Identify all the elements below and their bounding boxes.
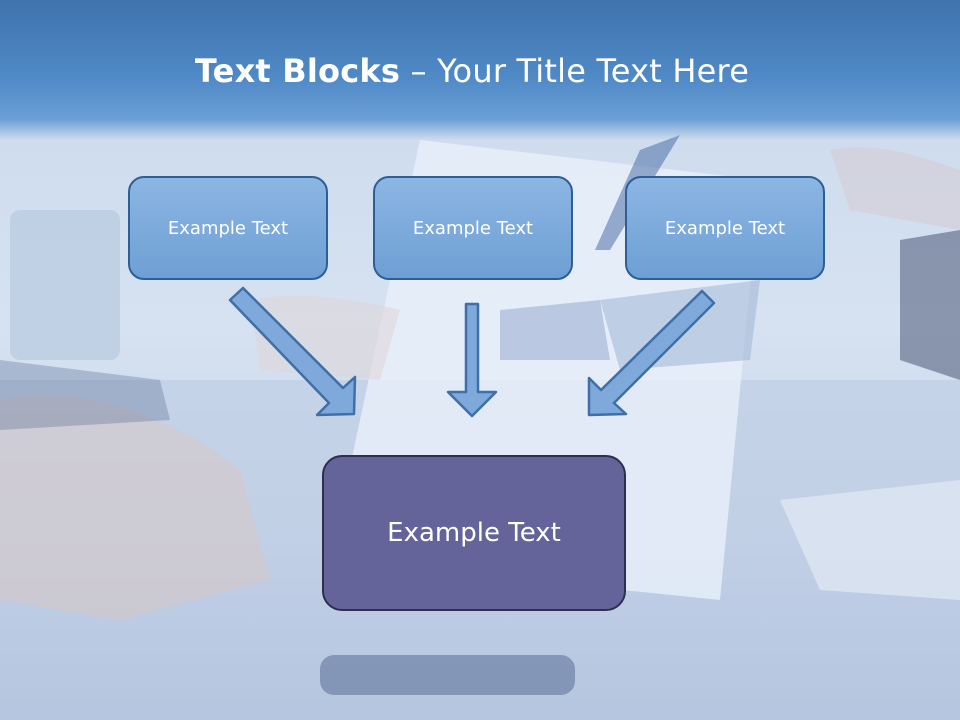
arrow-left (228, 286, 357, 417)
slide-title: Text Blocks – Your Title Text Here (0, 52, 944, 90)
text-block-1-label: Example Text (167, 217, 289, 239)
arrow-right (587, 289, 716, 417)
main-text-block[interactable]: Example Text (322, 455, 626, 611)
title-bar (0, 0, 960, 140)
text-block-2-label: Example Text (412, 217, 534, 239)
title-rest: Your Title Text Here (437, 52, 750, 90)
main-text-block-label: Example Text (387, 518, 561, 548)
text-block-1[interactable]: Example Text (128, 176, 328, 280)
text-block-3-label: Example Text (664, 217, 786, 239)
text-block-2[interactable]: Example Text (373, 176, 573, 280)
title-bold-part: Text Blocks (194, 52, 401, 90)
text-block-3[interactable]: Example Text (625, 176, 825, 280)
title-dash: – (400, 52, 438, 90)
arrow-center (446, 302, 498, 418)
